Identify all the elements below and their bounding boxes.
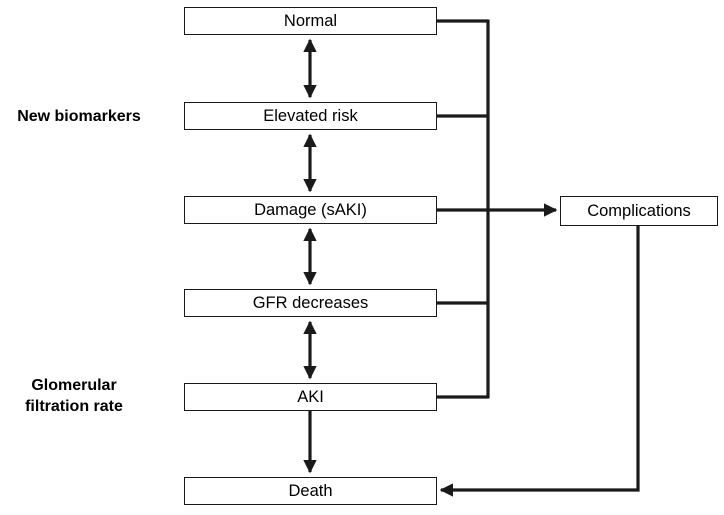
glomerular-filtration-rate-line-2: filtration rate <box>25 398 123 415</box>
stage-damage-box: Damage (sAKI) <box>184 196 437 224</box>
new-biomarkers-text: New biomarkers <box>17 108 141 125</box>
complications-label: Complications <box>587 201 691 220</box>
stage-gfr-decreases-label: GFR decreases <box>252 293 369 312</box>
glomerular-filtration-rate-line-1: Glomerular <box>31 377 117 394</box>
new-biomarkers-label: New biomarkers <box>6 106 152 127</box>
arrow-complications-death <box>439 226 640 497</box>
stage-death-label: Death <box>288 481 333 500</box>
stage-aki-label: AKI <box>297 387 324 406</box>
stage-death-box: Death <box>184 477 437 505</box>
stage-damage-label: Damage (sAKI) <box>254 200 367 219</box>
stage-elevated-risk-box: Elevated risk <box>184 102 437 130</box>
stage-normal-label: Normal <box>283 11 338 30</box>
stage-gfr-decreases-box: GFR decreases <box>184 289 437 317</box>
glomerular-filtration-rate-label: Glomerular filtration rate <box>8 375 140 417</box>
stage-aki-box: AKI <box>184 383 437 411</box>
complications-box: Complications <box>560 196 718 226</box>
stage-elevated-risk-label: Elevated risk <box>263 106 358 125</box>
stage-normal-box: Normal <box>184 7 437 35</box>
